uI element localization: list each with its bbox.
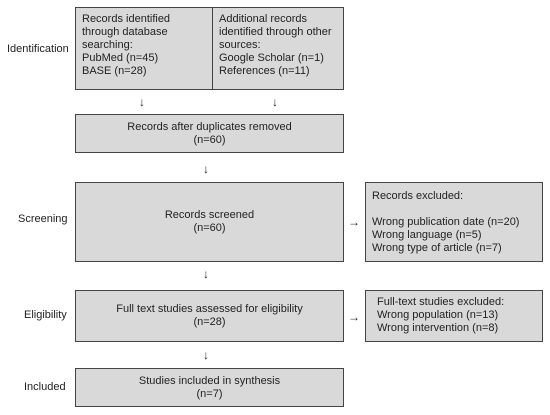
database-line: Records identified: [82, 13, 171, 25]
database-records-box: Records identified through database sear…: [75, 7, 213, 90]
full-text-excluded-line: Wrong intervention (n=8): [377, 322, 499, 334]
database-line: through database: [82, 26, 168, 38]
down-arrow-icon: ↓: [203, 267, 209, 281]
records-screened-box: Records screened (n=60): [75, 182, 344, 262]
other-sources-line: identified through other: [219, 26, 332, 38]
other-sources-line: Additional records: [219, 13, 308, 25]
excluded-line: Records excluded:: [372, 190, 464, 202]
full-text-excluded-line: Full-text studies excluded:: [377, 296, 505, 308]
database-line: BASE (n=28): [82, 65, 147, 77]
database-line: searching:: [82, 39, 133, 51]
down-arrow-icon: ↓: [203, 348, 209, 362]
screened-line: Records screened: [164, 209, 255, 221]
included-line: Studies included in synthesis: [138, 374, 281, 387]
stage-eligibility: Eligibility: [24, 309, 67, 321]
duplicates-line: (n=60): [193, 133, 226, 146]
stage-screening: Screening: [18, 213, 68, 225]
excluded-line: Wrong type of article (n=7): [372, 242, 502, 254]
excluded-line: Wrong language (n=5): [372, 229, 482, 241]
right-arrow-icon: →: [348, 310, 360, 324]
duplicates-line: Records after duplicates removed: [127, 120, 292, 133]
full-text-line: Full text studies assessed for eligibili…: [116, 303, 303, 315]
stage-included: Included: [24, 381, 66, 393]
other-sources-line: Google Scholar (n=1): [219, 52, 324, 64]
included-synthesis-box: Studies included in synthesis (n=7): [75, 368, 344, 407]
database-line: PubMed (n=45): [82, 52, 159, 64]
duplicates-removed-box: Records after duplicates removed (n=60): [75, 114, 344, 153]
full-text-line: (n=28): [193, 316, 226, 328]
right-arrow-icon: →: [348, 215, 360, 229]
other-sources-box: Additional records identified through ot…: [212, 7, 344, 90]
included-line: (n=7): [196, 387, 223, 400]
full-text-excluded-line: Wrong population (n=13): [377, 309, 499, 321]
down-arrow-icon: ↓: [203, 162, 209, 176]
down-arrow-icon: ↓: [272, 95, 278, 109]
down-arrow-icon: ↓: [139, 95, 145, 109]
screened-line: (n=60): [193, 222, 226, 234]
full-text-excluded-box: Full-text studies excluded: Wrong popula…: [365, 290, 543, 342]
stage-identification: Identification: [7, 43, 69, 55]
full-text-assessed-box: Full text studies assessed for eligibili…: [75, 290, 344, 342]
excluded-line: Wrong publication date (n=20): [372, 216, 520, 228]
other-sources-line: sources:: [219, 39, 261, 51]
records-excluded-box: Records excluded: Wrong publication date…: [365, 182, 543, 262]
excluded-line: [372, 203, 536, 216]
other-sources-line: References (n=11): [219, 65, 310, 77]
